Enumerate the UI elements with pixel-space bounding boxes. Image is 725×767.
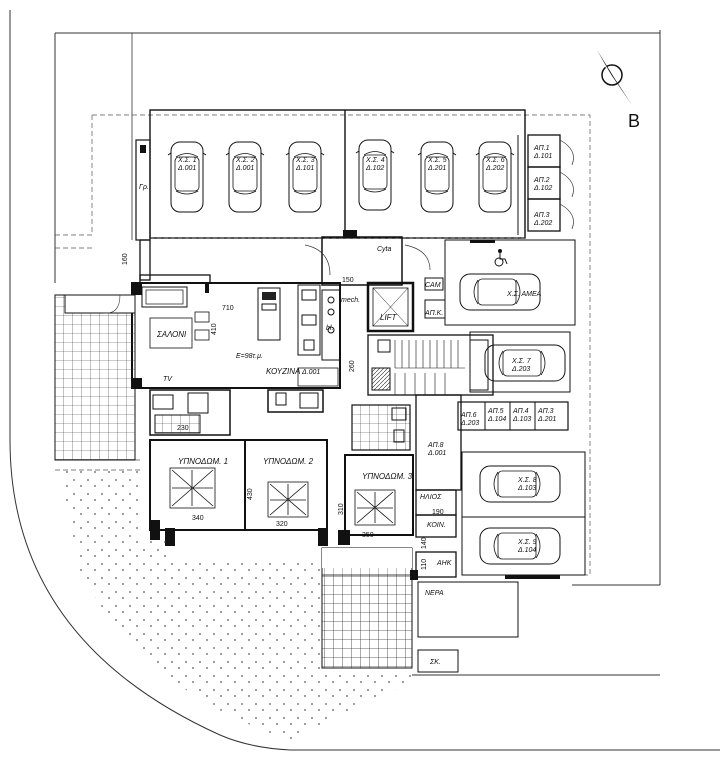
storage-code: ΑΠ.6 <box>460 412 477 419</box>
gr-label: Γρ. <box>139 184 149 191</box>
dim-label: 160 <box>122 253 129 265</box>
room-label-bed3: ΥΠΝΟΔΩΜ. 3 <box>362 472 413 481</box>
parking-code: Χ.Σ. 2 <box>235 157 255 164</box>
apk-label: ΑΠ.Κ. <box>424 310 443 317</box>
storage-unit: Δ.201 <box>537 416 556 423</box>
nera-label: ΝΕΡΑ <box>425 590 444 597</box>
ahk-label: ΑΗΚ <box>436 560 452 567</box>
parking-code: Χ.Σ. 4 <box>365 157 385 164</box>
dim-label: 340 <box>192 515 204 522</box>
parking-unit: Δ.001 <box>235 165 254 172</box>
cam-label: CAM <box>425 282 441 289</box>
storage-unit: Δ.101 <box>533 153 552 160</box>
north-arrow-icon <box>597 50 632 105</box>
parking-unit: Δ.101 <box>295 165 314 172</box>
room-label-bed2: ΥΠΝΟΔΩΜ. 2 <box>263 457 314 466</box>
parking-unit: Δ.202 <box>485 165 504 172</box>
bl-label: bl. <box>326 325 333 332</box>
dim-label: 230 <box>177 425 189 432</box>
room-label-saloni: ΣΑΛΟΝΙ <box>156 330 187 339</box>
storage-code: ΑΠ.1 <box>533 145 550 152</box>
dim-label: 150 <box>342 277 354 284</box>
parking-code: Χ.Σ. 9 <box>517 539 537 546</box>
parking-code: Χ.Σ. 1 <box>177 157 197 164</box>
dim-label: 140 <box>421 537 428 549</box>
dim-label: 190 <box>432 509 444 516</box>
dim-label: 110 <box>421 559 428 570</box>
parking-unit: Δ.103 <box>517 485 536 492</box>
tv-label: TV <box>163 376 173 383</box>
storage-unit: Δ.102 <box>533 185 552 192</box>
dim-label: 430 <box>247 488 254 500</box>
hlios-label: ΗΛΙΟΣ <box>420 494 442 501</box>
storage-unit: Δ.203 <box>460 420 479 427</box>
parking-code: Χ.Σ. 5 <box>427 157 447 164</box>
storage-code: ΑΠ.3 <box>537 408 554 415</box>
storage-code: ΑΠ.2 <box>533 177 550 184</box>
storage-unit: Δ.001 <box>427 450 446 457</box>
parking-unit: Δ.104 <box>517 547 536 554</box>
dim-label: 260 <box>349 360 356 372</box>
lift-label: LIFT <box>380 313 398 322</box>
storage-unit: Δ.202 <box>533 220 552 227</box>
cyta-label: Cyta <box>377 246 392 253</box>
parking-code: Χ.Σ. 7 <box>511 358 532 365</box>
room-unit: Δ.001 <box>301 369 320 376</box>
area-label: Ε=98τ.μ. <box>236 353 263 360</box>
room-label-kouzina: ΚΟΥΖΙΝΑ <box>266 367 300 376</box>
dim-label: 320 <box>276 521 288 528</box>
dim-label: 350 <box>362 532 374 539</box>
parking-code: Χ.Σ. 8 <box>517 477 537 484</box>
storage-code: ΑΠ.5 <box>487 408 504 415</box>
dim-label: 710 <box>222 305 234 312</box>
dim-label: 310 <box>338 503 345 515</box>
koin-label: ΚΟΙΝ. <box>427 522 446 529</box>
north-label: B <box>628 111 640 131</box>
room-label-bed1: ΥΠΝΟΔΩΜ. 1 <box>178 457 228 466</box>
dim-label: 410 <box>211 323 218 335</box>
parking-code: Χ.Σ. ΑΜΕΑ <box>506 291 542 298</box>
storage-unit: Δ.104 <box>487 416 506 423</box>
storage-unit: Δ.103 <box>512 416 531 423</box>
storage-code: ΑΠ.8 <box>427 442 444 449</box>
parking-code: Χ.Σ. 6 <box>485 157 505 164</box>
storage-code: ΑΠ.3 <box>533 212 550 219</box>
parking-code: Χ.Σ. 3 <box>295 157 315 164</box>
mech-label: mech. <box>341 297 360 304</box>
parking-unit: Δ.102 <box>365 165 384 172</box>
sk-label: ΣΚ. <box>429 659 441 666</box>
parking-unit: Δ.201 <box>427 165 446 172</box>
storage-code: ΑΠ.4 <box>512 408 529 415</box>
parking-unit: Δ.001 <box>177 165 196 172</box>
parking-unit: Δ.203 <box>511 366 530 373</box>
